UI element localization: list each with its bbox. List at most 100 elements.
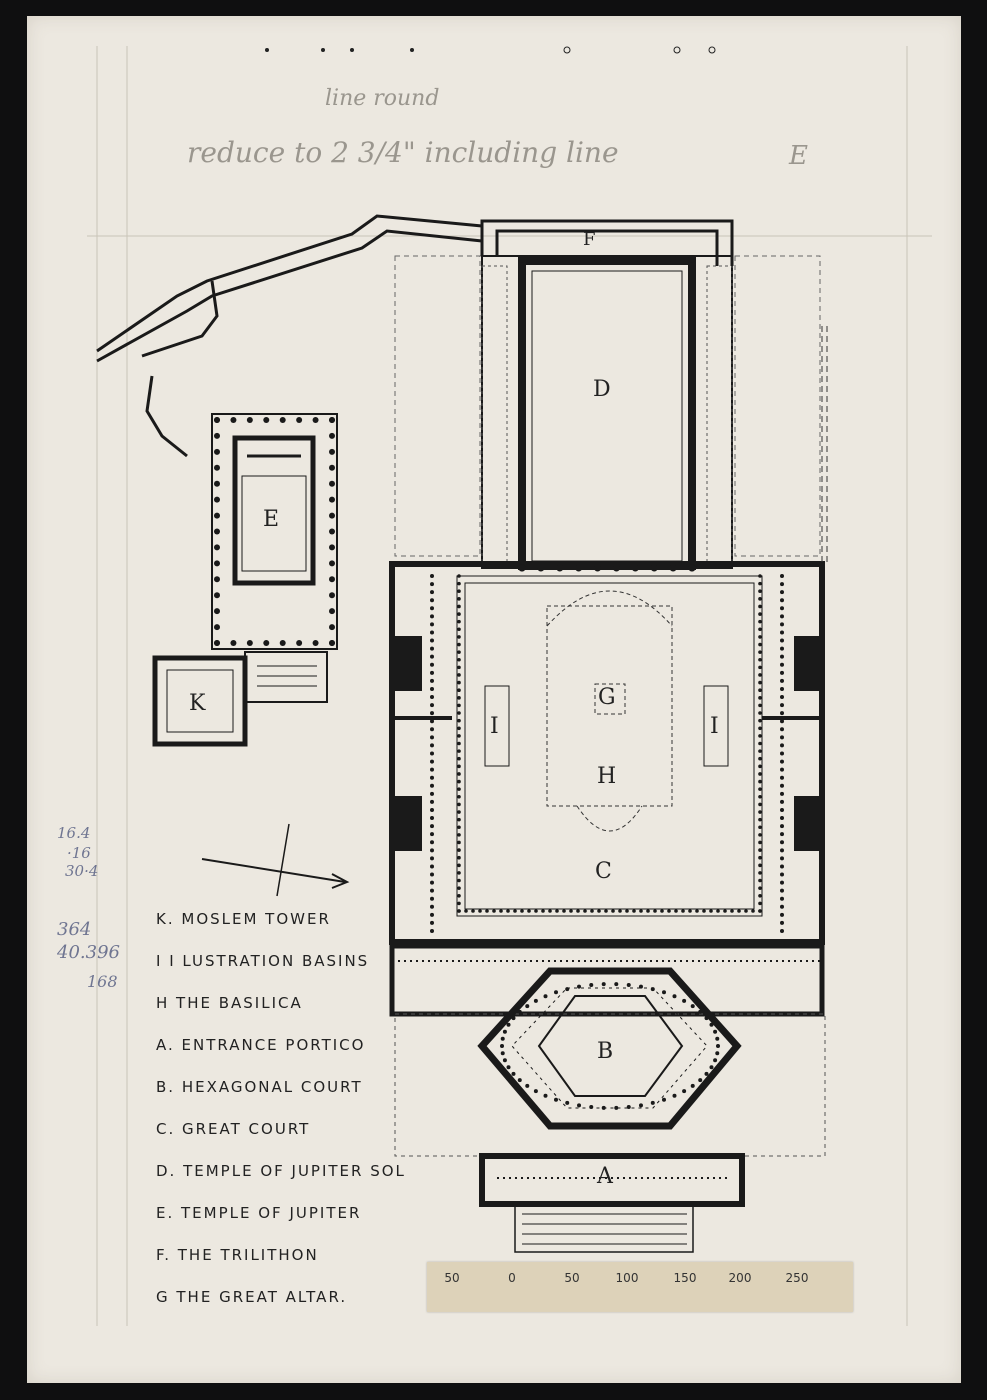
column-dot (758, 703, 762, 708)
column-dot (464, 909, 468, 913)
column-dot (430, 912, 434, 917)
column-dot (780, 783, 784, 788)
column-dot (758, 802, 762, 807)
column-dot (662, 990, 666, 995)
column-dot (518, 375, 526, 383)
column-dot (780, 759, 784, 764)
column-dot (457, 833, 461, 837)
column-dot (214, 417, 220, 423)
column-dot (780, 751, 784, 756)
entrance-portico-a (479, 1153, 745, 1253)
column-dot (457, 718, 461, 723)
column-dot (590, 909, 594, 913)
column-dot (518, 478, 526, 486)
column-dot (758, 893, 762, 898)
column-dot (457, 642, 461, 647)
column-dot (716, 1044, 720, 1048)
column-dot (457, 635, 461, 639)
column-dot (589, 1105, 594, 1110)
column-dot (758, 680, 762, 685)
column-dot (517, 1009, 522, 1014)
column-dot (502, 1029, 507, 1034)
column-dot (688, 495, 696, 503)
scale-tick-label: 50 (564, 1271, 580, 1285)
column-dot (329, 432, 335, 439)
column-dot (329, 592, 335, 599)
column-dot (457, 855, 461, 860)
column-dot (518, 530, 526, 538)
column-dot (638, 984, 643, 989)
column-dot (214, 528, 220, 535)
column-dot (430, 799, 434, 804)
column-dot (518, 564, 526, 572)
column-dot (737, 909, 741, 913)
column-dot (758, 627, 762, 632)
column-dot (597, 909, 601, 913)
column-dot (780, 711, 784, 716)
column-dot (662, 1097, 666, 1102)
column-dot (758, 825, 762, 830)
column-dot (246, 640, 253, 646)
north-arrow (201, 823, 350, 897)
column-dot (537, 255, 545, 263)
column-dot (430, 711, 434, 716)
column-dot (780, 590, 784, 595)
column-dot (518, 324, 526, 332)
column-dot (618, 909, 622, 913)
column-dot (457, 589, 461, 594)
column-dot (688, 307, 696, 314)
column-dot (758, 635, 762, 639)
column-dot (780, 703, 784, 708)
pencil-frame-lines (87, 46, 932, 1326)
column-dot (780, 719, 784, 724)
column-dot (614, 982, 619, 987)
column-dot (263, 640, 270, 646)
column-dot (457, 657, 461, 662)
column-dot (604, 909, 608, 913)
column-dot (780, 807, 784, 812)
column-dot (758, 779, 762, 784)
column-dot (601, 1105, 606, 1110)
column-dot (214, 640, 220, 646)
column-dot (430, 622, 434, 627)
column-dot (457, 779, 461, 784)
column-dot (780, 598, 784, 603)
column-dot (230, 640, 237, 646)
column-dot (500, 1036, 505, 1041)
column-dot (653, 909, 657, 913)
column-dot (650, 1100, 655, 1105)
column-dot (279, 417, 286, 423)
column-dot (751, 909, 755, 913)
column-dot (650, 564, 658, 572)
column-dot (758, 764, 762, 769)
column-dot (780, 630, 784, 635)
column-dot (541, 909, 545, 913)
column-dot (457, 787, 461, 791)
column-dot (780, 767, 784, 772)
column-dot (329, 640, 335, 646)
column-dot (631, 255, 639, 263)
column-dot (430, 751, 434, 756)
column-dot (780, 686, 784, 691)
legend-item-e: E. Temple of Jupiter (156, 1204, 362, 1222)
column-dot (329, 448, 335, 455)
column-dot (744, 909, 748, 913)
column-dot (780, 832, 784, 837)
column-dot (780, 654, 784, 659)
column-dot (500, 1051, 505, 1056)
column-dot (548, 909, 552, 913)
column-dot (611, 909, 615, 913)
column-dot (430, 719, 434, 724)
column-dot (576, 909, 580, 913)
column-dot (518, 255, 526, 263)
column-dot (669, 255, 677, 263)
column-dot (780, 638, 784, 643)
column-dot (329, 496, 335, 503)
column-dot (533, 998, 538, 1003)
column-dot (457, 848, 461, 852)
column-dot (709, 909, 713, 913)
column-dot (430, 743, 434, 748)
column-dot (688, 289, 696, 297)
column-dot (214, 448, 220, 455)
column-dot (430, 582, 434, 587)
